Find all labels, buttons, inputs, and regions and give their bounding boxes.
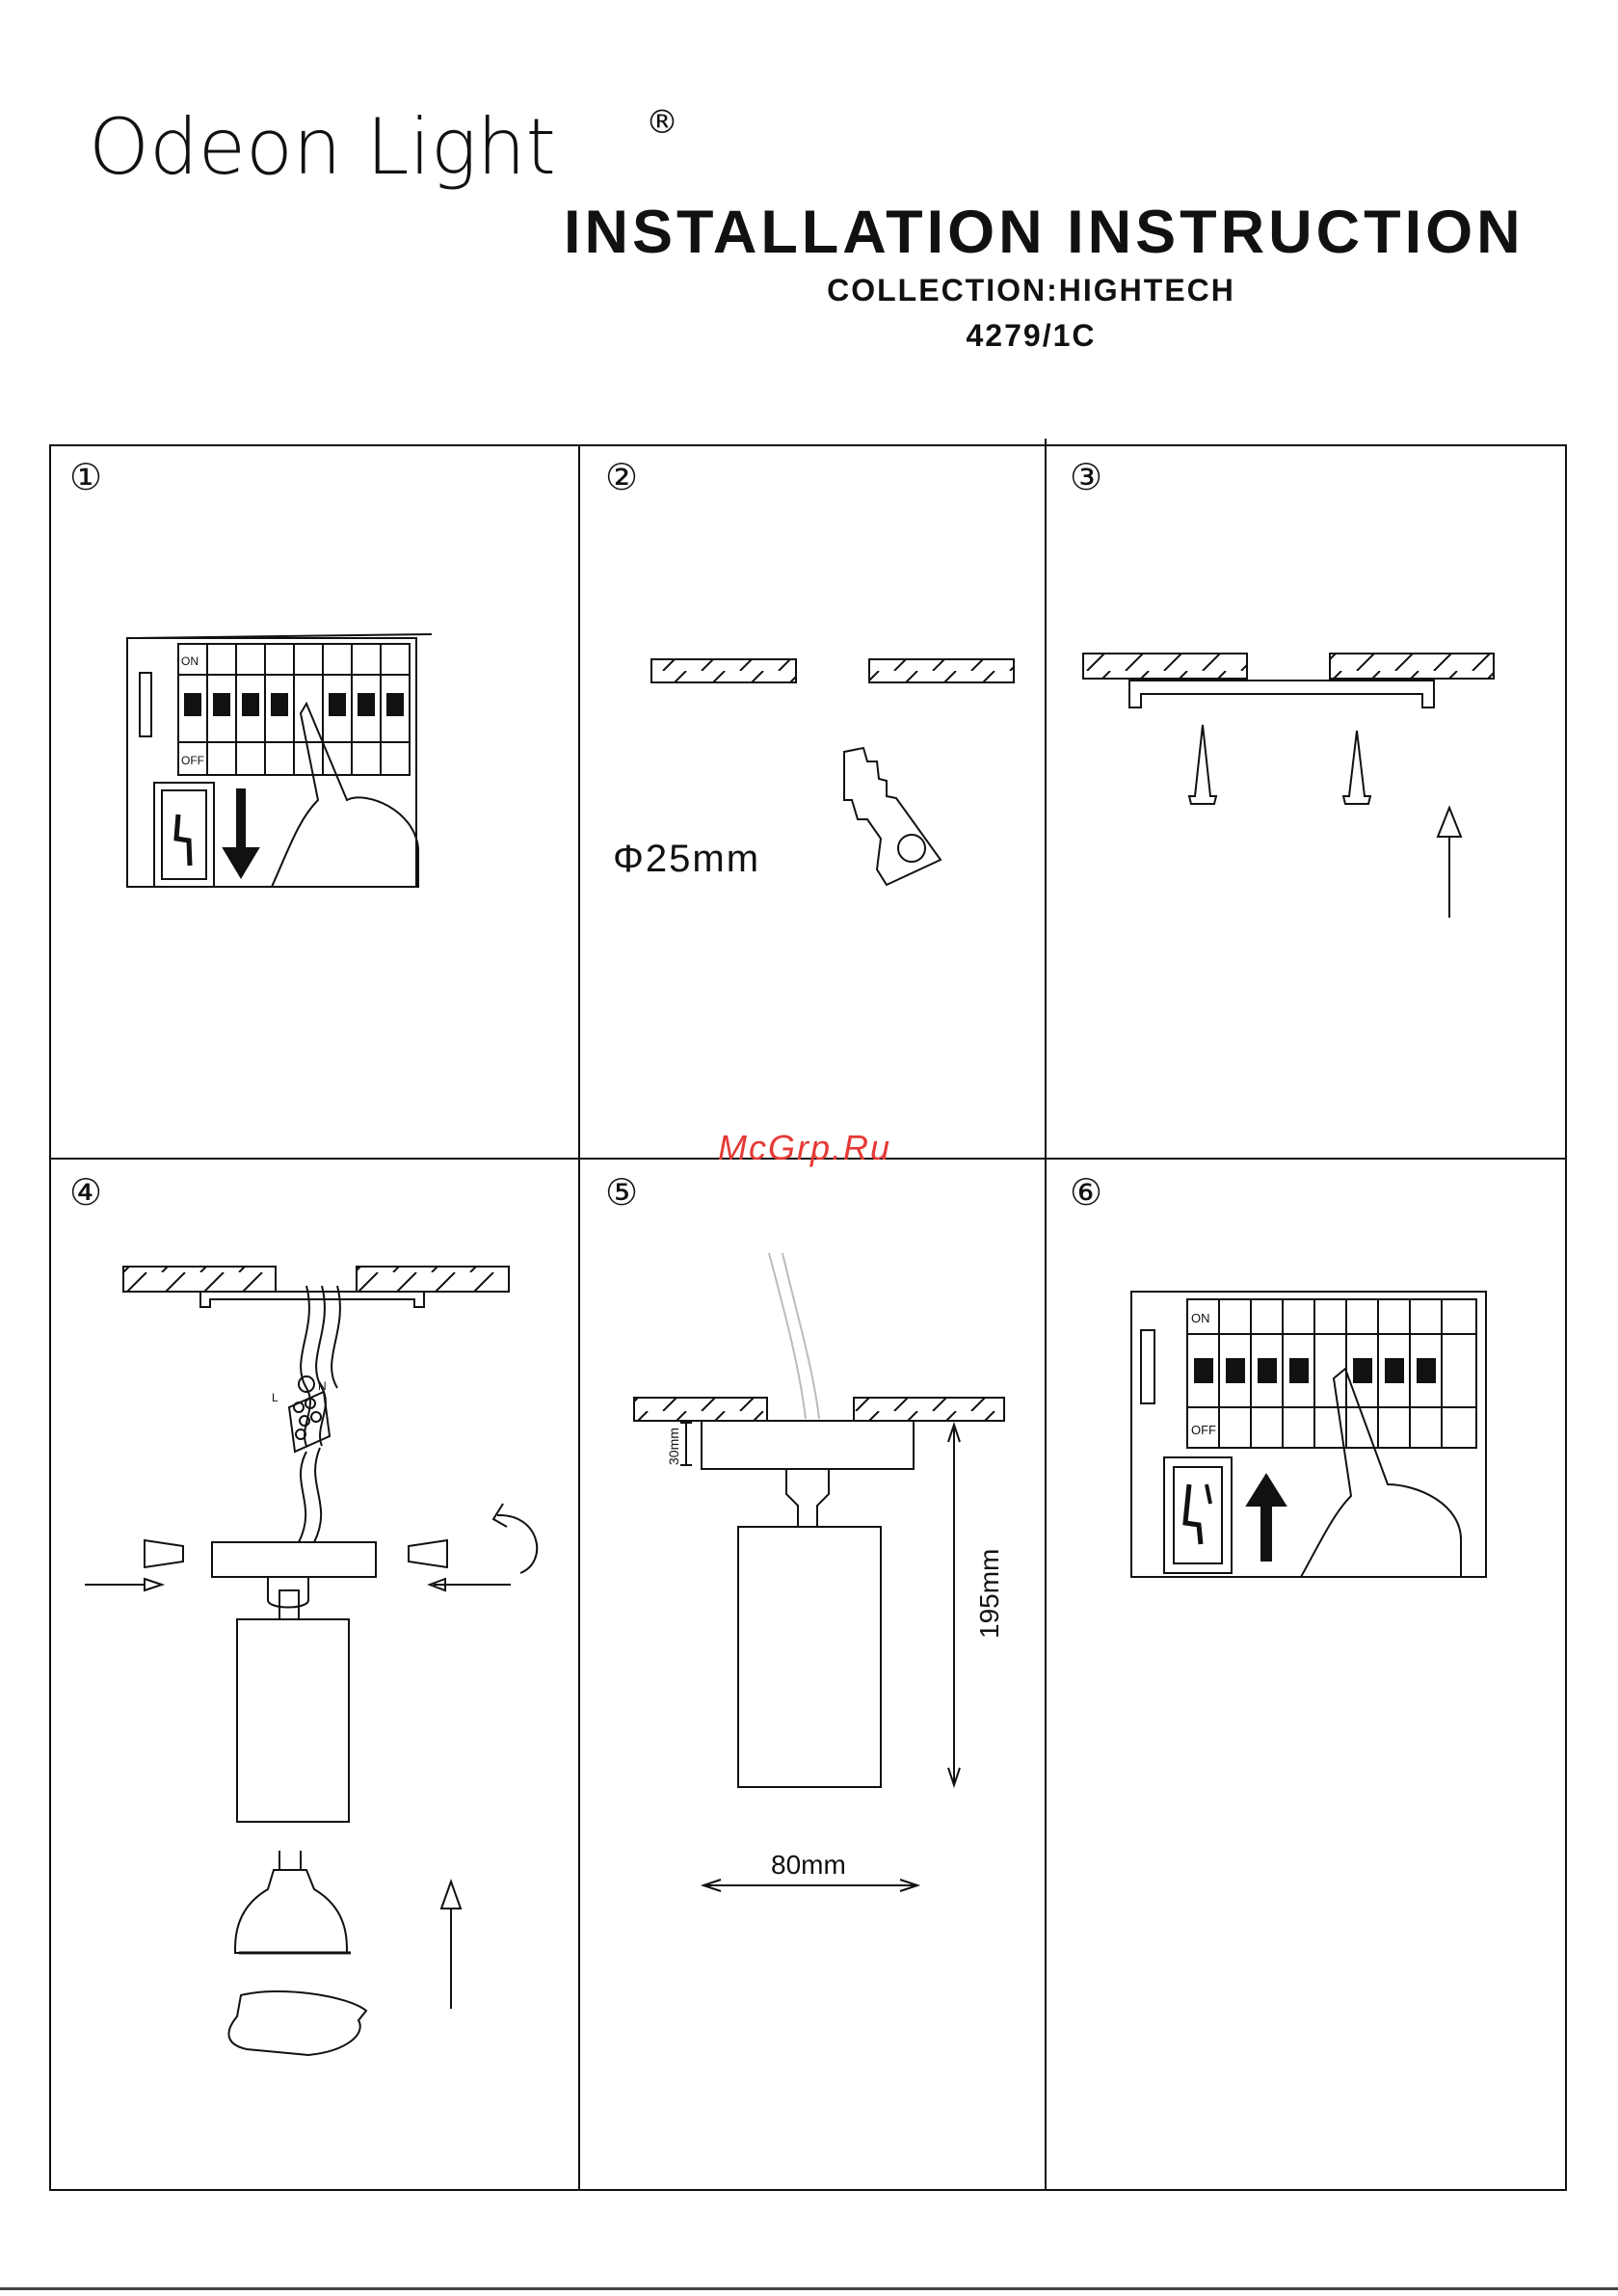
wire-label-n: N <box>318 1379 327 1393</box>
step-5-number: ⑤ <box>605 1171 638 1214</box>
screw-left <box>1189 725 1216 804</box>
bottom-rule <box>0 2287 1618 2290</box>
screw-right-side <box>409 1540 447 1567</box>
svg-text:ON: ON <box>1191 1311 1210 1325</box>
canopy-block <box>702 1421 914 1469</box>
step-3-number: ③ <box>1070 456 1102 498</box>
screw-left-side <box>145 1540 183 1567</box>
wire-label-l: L <box>272 1391 279 1404</box>
svg-text:OFF: OFF <box>181 754 204 767</box>
lamp-body <box>237 1619 349 1822</box>
screw-right <box>1343 731 1370 804</box>
wiring-assembly-diagram <box>85 1267 537 2055</box>
supply-wires <box>301 1286 340 1446</box>
breaker-switch-row <box>178 644 410 775</box>
cylinder-body <box>738 1527 881 1787</box>
mounting-plate-diagram <box>1083 654 1494 918</box>
svg-text:ON: ON <box>181 654 199 668</box>
step-6-number: ⑥ <box>1070 1171 1102 1214</box>
height-dimension-label: 195mm <box>974 1549 1004 1639</box>
hole-saw-tool <box>844 748 941 885</box>
step-1-number: ① <box>69 456 102 498</box>
hand-pointer-on <box>1301 1369 1461 1577</box>
rotate-arrow-icon <box>493 1504 537 1573</box>
retaining-ring <box>228 1991 366 2055</box>
svg-text:OFF: OFF <box>1191 1423 1216 1437</box>
step-2-number: ② <box>605 456 638 498</box>
canopy <box>212 1542 376 1577</box>
device-wires <box>299 1448 321 1542</box>
dimension-diagram <box>634 1253 1004 1891</box>
breaker-panel-off: ON OFF <box>127 634 432 887</box>
hole-diameter-label: Φ25mm <box>613 838 760 880</box>
breaker-switch-row-on <box>1187 1299 1476 1448</box>
step-4-number: ④ <box>69 1171 102 1214</box>
breaker-panel-on: ON OFF <box>1131 1292 1486 1577</box>
gu10-bulb <box>235 1851 347 1953</box>
depth-dimension-label: 30mm <box>666 1428 681 1465</box>
watermark: McGrp.Ru <box>718 1128 891 1168</box>
width-dimension-label: 80mm <box>771 1850 846 1880</box>
